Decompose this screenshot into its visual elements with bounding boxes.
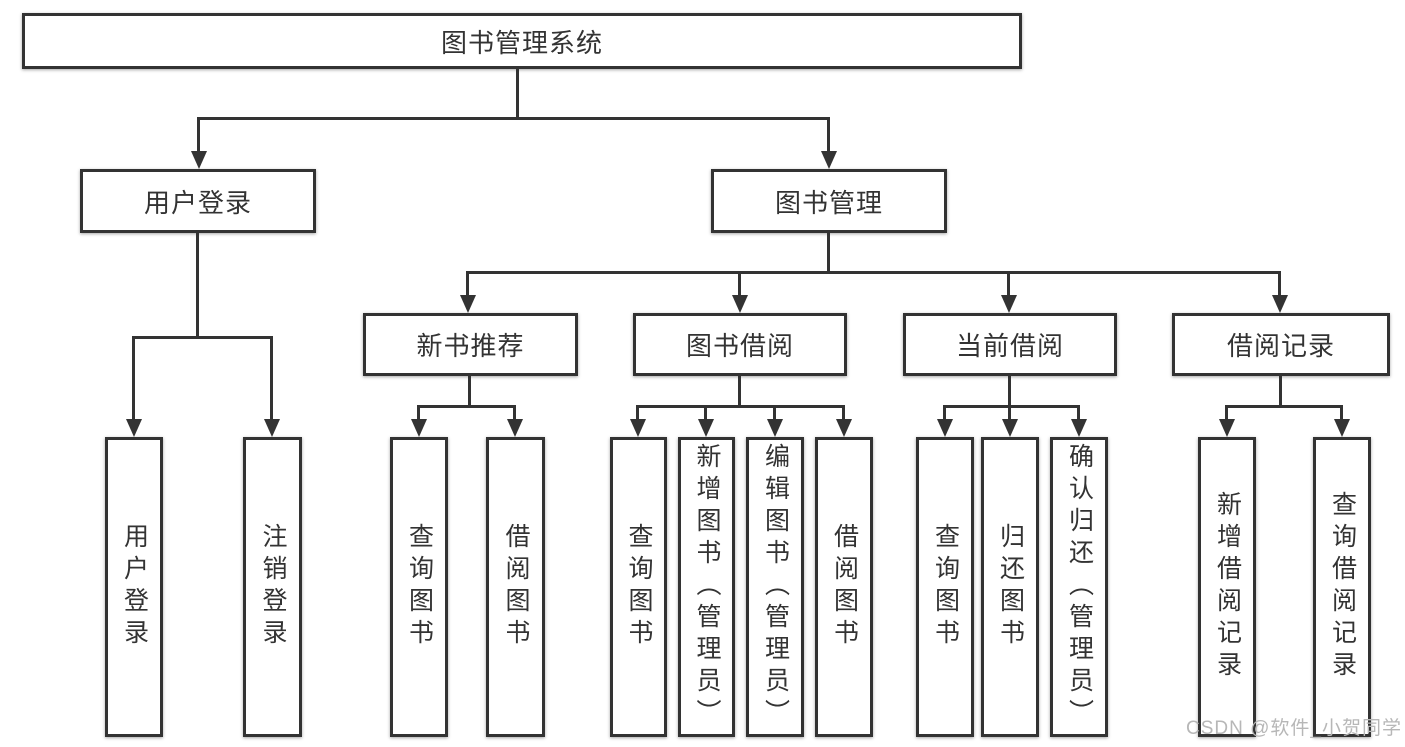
connector-stem-login-leaf xyxy=(132,336,135,420)
arrowhead xyxy=(836,419,852,437)
connector-stem xyxy=(704,405,707,421)
node-borrowing-records: 借阅记录 xyxy=(1172,313,1390,376)
node-user-login: 用户登录 xyxy=(80,169,316,233)
connector-stem xyxy=(1008,405,1011,421)
connector-root-stem xyxy=(516,66,519,119)
arrowhead xyxy=(732,295,748,313)
leaf-label: 确认归还（管理员） xyxy=(1065,443,1094,731)
arrowhead xyxy=(411,419,427,437)
connector-stem xyxy=(773,405,776,421)
arrowhead xyxy=(821,151,837,169)
leaf-label: 新增图书（管理员） xyxy=(693,443,721,731)
leaf-query-books-recommend: 查询图书 xyxy=(390,437,448,737)
connector-book-borrow-hline xyxy=(637,405,845,408)
leaf-label: 查询借阅记录 xyxy=(1328,491,1357,683)
node-label: 图书借阅 xyxy=(685,331,794,361)
leaf-query-books-borrowing: 查询图书 xyxy=(610,437,667,737)
node-label: 当前借阅 xyxy=(955,331,1064,361)
connector-borrow-records-hline xyxy=(1226,405,1343,408)
node-library-management-system: 图书管理系统 xyxy=(22,13,1022,69)
arrowhead xyxy=(507,419,523,437)
arrowhead xyxy=(1002,419,1018,437)
node-book-borrowing: 图书借阅 xyxy=(633,313,847,376)
node-label: 新书推荐 xyxy=(416,331,525,361)
connector-stem-new-book xyxy=(466,271,469,297)
leaf-query-books-current: 查询图书 xyxy=(916,437,974,737)
connector-current-borrow-stem xyxy=(1008,376,1011,407)
connector-book-mgmt-stem xyxy=(827,233,830,274)
leaf-label: 查询图书 xyxy=(625,523,653,651)
node-new-book-recommendation: 新书推荐 xyxy=(363,313,578,376)
connector-stem-current-borrow xyxy=(1007,271,1010,297)
arrowhead xyxy=(698,419,714,437)
connector-stem xyxy=(842,405,845,421)
arrowhead xyxy=(767,419,783,437)
arrowhead xyxy=(460,295,476,313)
arrowhead xyxy=(191,151,207,169)
node-label: 图书管理 xyxy=(774,187,883,218)
leaf-edit-book-admin: 编辑图书（管理员） xyxy=(746,437,804,737)
arrowhead xyxy=(1001,295,1017,313)
leaf-query-borrow-record: 查询借阅记录 xyxy=(1313,437,1371,737)
arrowhead xyxy=(264,419,280,437)
leaf-label: 查询图书 xyxy=(405,523,434,651)
connector-borrow-records-stem xyxy=(1279,376,1282,407)
connector-stem xyxy=(1077,405,1080,421)
leaf-borrow-books-recommend: 借阅图书 xyxy=(486,437,545,737)
leaf-logout: 注销登录 xyxy=(243,437,302,737)
arrowhead xyxy=(1334,419,1350,437)
leaf-label: 注销登录 xyxy=(259,523,287,651)
leaf-label: 编辑图书（管理员） xyxy=(761,443,790,731)
arrowhead xyxy=(630,419,646,437)
connector-stem-book-management xyxy=(827,117,830,153)
node-label: 借阅记录 xyxy=(1226,331,1335,361)
connector-new-book-hline xyxy=(418,405,516,408)
arrowhead xyxy=(1272,295,1288,313)
connector-stem-borrow-records xyxy=(1278,271,1281,297)
leaf-label: 归还图书 xyxy=(996,523,1025,651)
leaf-label: 用户登录 xyxy=(120,523,149,651)
arrowhead xyxy=(1071,419,1087,437)
connector-user-login-stem xyxy=(196,233,199,339)
arrowhead xyxy=(937,419,953,437)
connector-user-login-hline xyxy=(133,336,273,339)
leaf-label: 借阅图书 xyxy=(830,523,859,651)
leaf-label: 借阅图书 xyxy=(502,523,530,651)
connector-stem xyxy=(513,405,516,421)
leaf-label: 新增借阅记录 xyxy=(1213,491,1242,683)
connector-stem xyxy=(1340,405,1343,421)
csdn-watermark: CSDN @软件_小贺同学 xyxy=(1186,718,1402,739)
leaf-borrow-books: 借阅图书 xyxy=(815,437,873,737)
leaf-return-books: 归还图书 xyxy=(981,437,1039,737)
leaf-add-borrow-record: 新增借阅记录 xyxy=(1198,437,1256,737)
connector-stem-book-borrow xyxy=(738,271,741,297)
leaf-confirm-return-admin: 确认归还（管理员） xyxy=(1050,437,1108,737)
connector-stem xyxy=(1225,405,1228,421)
connector-stem-user-login xyxy=(197,117,200,153)
connector-book-mgmt-hline xyxy=(467,271,1281,274)
connector-stem xyxy=(636,405,639,421)
leaf-label: 查询图书 xyxy=(931,523,960,651)
node-current-borrowing: 当前借阅 xyxy=(903,313,1117,376)
node-book-management: 图书管理 xyxy=(711,169,947,233)
node-label: 用户登录 xyxy=(143,187,252,218)
connector-root-hline xyxy=(198,117,830,120)
connector-new-book-stem xyxy=(468,376,471,407)
connector-current-borrow-hline xyxy=(944,405,1080,408)
node-label: 图书管理系统 xyxy=(440,27,603,58)
leaf-user-login: 用户登录 xyxy=(105,437,163,737)
connector-stem xyxy=(943,405,946,421)
leaf-add-book-admin: 新增图书（管理员） xyxy=(678,437,735,737)
arrowhead xyxy=(126,419,142,437)
connector-stem xyxy=(417,405,420,421)
arrowhead xyxy=(1219,419,1235,437)
connector-book-borrow-stem xyxy=(738,376,741,407)
connector-stem-logout-leaf xyxy=(270,336,273,420)
